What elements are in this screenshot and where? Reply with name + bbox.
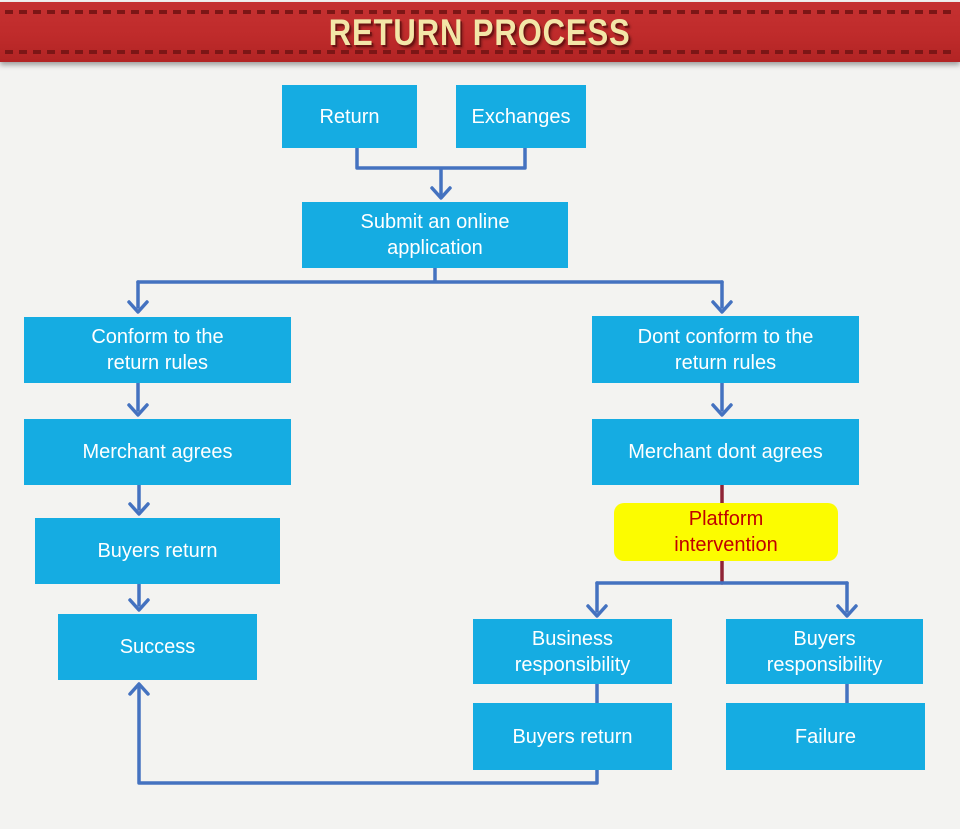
arrowhead-down-buyers-return-icon [128, 502, 150, 516]
arrowhead-down-dont-conform-icon [711, 300, 733, 314]
arrowhead-down-merchant-agrees-icon [127, 403, 149, 417]
node-merchant-agrees: Merchant agrees [24, 419, 291, 485]
connector-return-exchanges-merge [355, 145, 527, 196]
node-failure: Failure [726, 703, 925, 770]
node-dont-conform-rules: Dont conform to the return rules [592, 316, 859, 383]
node-submit-application: Submit an online application [302, 202, 568, 268]
node-conform-rules: Conform to the return rules [24, 317, 291, 383]
node-buyers-return-right: Buyers return [473, 703, 672, 770]
arrowhead-down-business-resp-icon [586, 604, 608, 618]
title-banner: RETURN PROCESS [0, 2, 960, 62]
arrowhead-down-submit-icon [430, 186, 452, 200]
node-buyers-return-left: Buyers return [35, 518, 280, 584]
node-return: Return [282, 85, 417, 148]
node-merchant-dont-agrees: Merchant dont agrees [592, 419, 859, 485]
page-title: RETURN PROCESS [329, 11, 631, 53]
node-business-responsibility: Business responsibility [473, 619, 672, 684]
banner-stitch-top [5, 10, 955, 14]
node-buyers-responsibility: Buyers responsibility [726, 619, 923, 684]
arrowhead-down-conform-icon [127, 300, 149, 314]
arrowhead-down-buyers-resp-icon [836, 604, 858, 618]
connector-submit-split [136, 266, 724, 284]
arrowhead-down-success-icon [128, 598, 150, 612]
arrowhead-down-merchant-dont-icon [711, 403, 733, 417]
banner-stitch-bottom [5, 50, 955, 54]
node-platform-intervention: Platform intervention [614, 503, 838, 561]
node-exchanges: Exchanges [456, 85, 586, 148]
arrowhead-up-success-icon [128, 682, 150, 696]
node-success: Success [58, 614, 257, 680]
